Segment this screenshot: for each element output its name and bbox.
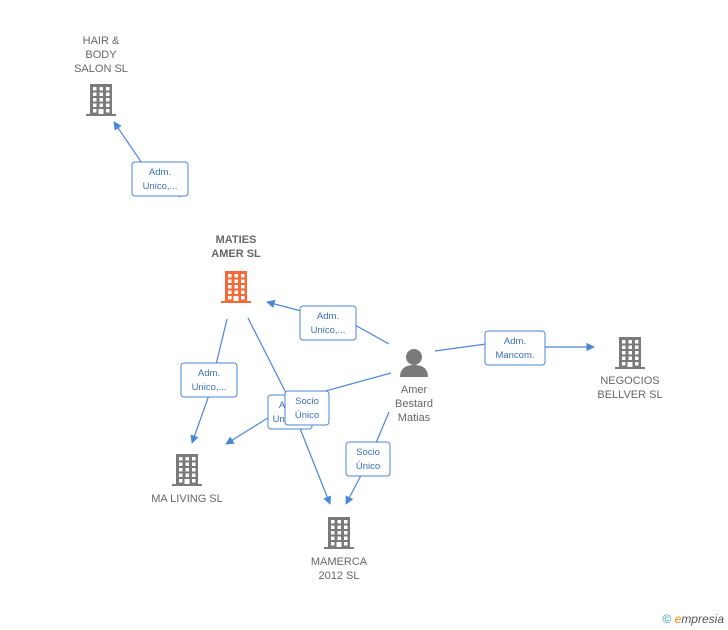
brand-rest: mpresia: [681, 612, 724, 626]
node-label-maliving: MA LIVING SL: [151, 493, 223, 505]
node-label-negocios: BELLVER SL: [597, 389, 662, 401]
node-label-amer: Matias: [398, 412, 431, 424]
edge-label-text: Adm.: [198, 368, 220, 379]
node-negocios[interactable]: NEGOCIOS BELLVER SL: [597, 337, 663, 401]
node-label-mamerca: 2012 SL: [319, 570, 360, 582]
building-icon: [221, 271, 251, 303]
building-icon: [86, 84, 116, 116]
node-label-negocios: NEGOCIOS: [600, 375, 659, 387]
edge-label-text: Adm.: [504, 336, 526, 347]
edge-label-box: [180, 362, 238, 398]
building-icon: [615, 337, 645, 369]
node-label-mamerca: MAMERCA: [311, 556, 368, 568]
node-label-maties: AMER SL: [211, 248, 261, 260]
node-maties[interactable]: MATIES AMER SL: [211, 234, 261, 303]
node-hair[interactable]: HAIR & BODY SALON SL: [74, 35, 128, 116]
edge-label-text: Único: [295, 410, 319, 421]
edge-label-box: [131, 161, 189, 197]
building-icon: [172, 454, 202, 486]
edge-label-box: [484, 330, 546, 366]
node-mamerca[interactable]: MAMERCA 2012 SL: [311, 517, 368, 582]
edge-label-text: Unico,...: [143, 181, 178, 192]
node-label-amer: Bestard: [395, 398, 433, 410]
node-maliving[interactable]: MA LIVING SL: [151, 454, 223, 505]
edge-label-e3[interactable]: Adm. Mancom.: [484, 330, 546, 366]
edge-line-e4: [190, 318, 228, 444]
edge-label-text: Socio: [295, 396, 319, 407]
copyright-symbol: ©: [662, 612, 672, 626]
edge-label-text: Mancom.: [495, 350, 534, 361]
node-label-hair: BODY: [85, 49, 117, 61]
edge-label-e2[interactable]: Adm. Unico,...: [299, 305, 357, 341]
edge-label-text: Unico,...: [192, 382, 227, 393]
person-icon: [400, 349, 428, 377]
edge-label-text: Adm.: [317, 311, 339, 322]
node-label-amer: Amer: [401, 384, 428, 396]
node-label-hair: SALON SL: [74, 63, 128, 75]
edge-label-text: Único: [356, 461, 380, 472]
edge-label-box: [345, 441, 391, 477]
edge-label-e1[interactable]: Adm. Unico,...: [131, 161, 189, 197]
node-label-maties: MATIES: [216, 234, 257, 246]
edge-label-text: Adm.: [149, 167, 171, 178]
brand-e: e: [674, 612, 682, 626]
footer-brand: © empresia: [662, 612, 724, 626]
edge-label-text: Socio: [356, 447, 380, 458]
node-label-hair: HAIR &: [83, 35, 120, 47]
edge-label-e4[interactable]: Adm. Unico,...: [180, 362, 238, 398]
edge-label-text: Unico,...: [311, 325, 346, 336]
edge-label-box: [284, 390, 330, 426]
building-icon: [324, 517, 354, 549]
edge-label-box: [299, 305, 357, 341]
